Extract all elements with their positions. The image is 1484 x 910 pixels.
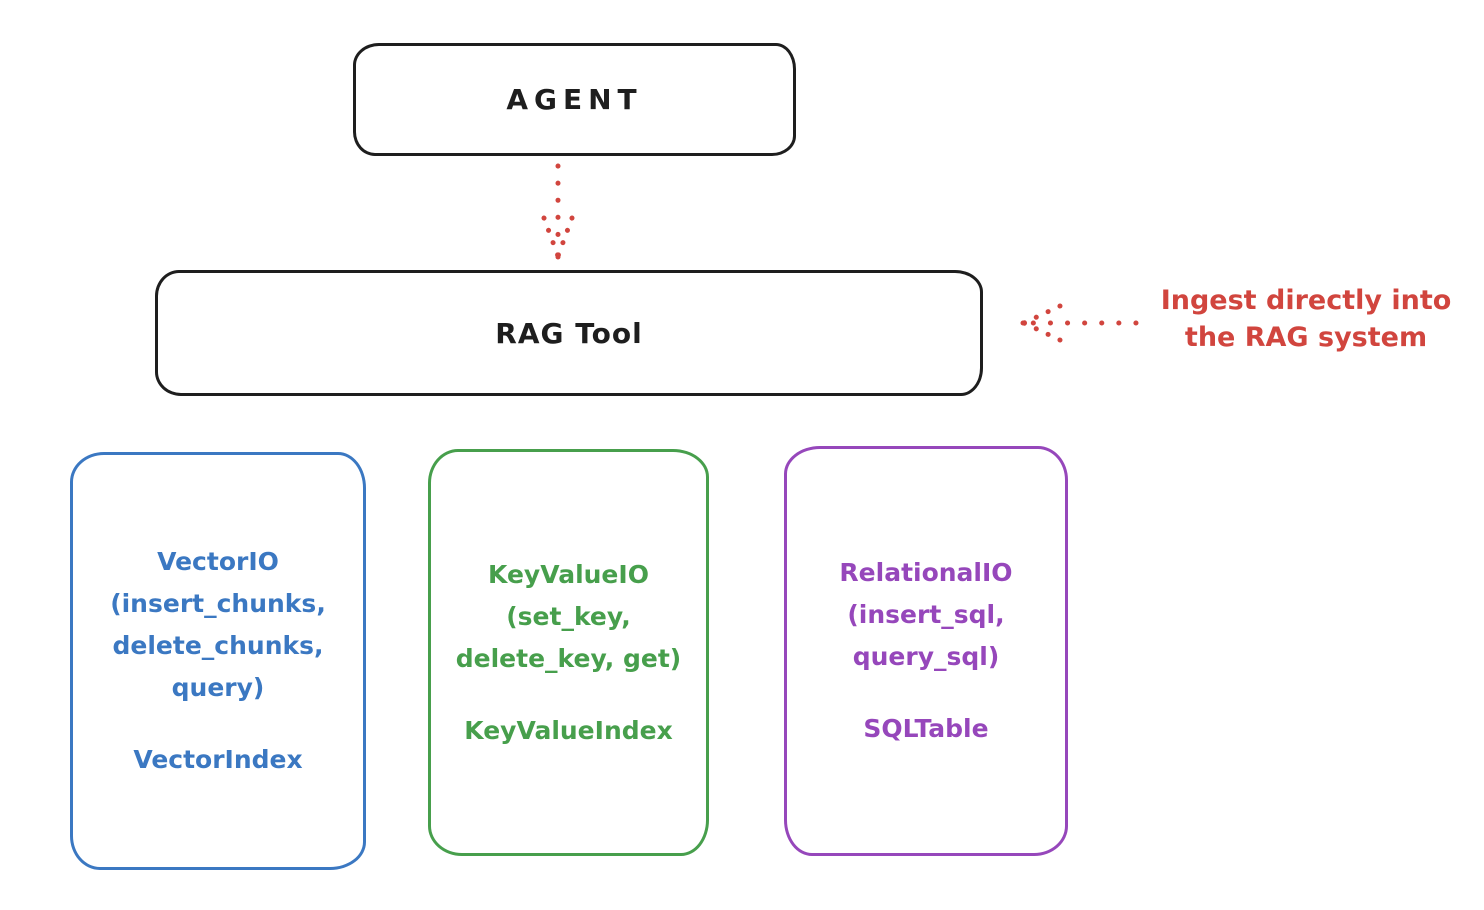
card-index-label: KeyValueIndex (464, 715, 673, 745)
annotation-text: Ingest directly into the RAG system (1138, 282, 1474, 356)
rag-tool-box: RAG Tool (155, 270, 983, 396)
agent-box: AGENT (353, 43, 796, 156)
arrow-agent-to-rag-icon (541, 163, 575, 260)
annotation-line-1: Ingest directly into (1160, 285, 1452, 316)
card-line: KeyValueIO (488, 559, 649, 589)
agent-box-label: AGENT (506, 83, 643, 116)
card-line: (insert_chunks, (110, 589, 326, 618)
arrow-annotation-to-rag-icon (1020, 303, 1139, 343)
card-line: query_sql) (852, 642, 1000, 671)
card-line: query) (171, 673, 265, 702)
card-line: delete_key, get) (455, 643, 682, 673)
card-index-label: SQLTable (863, 714, 989, 743)
card-index-label: VectorIndex (133, 745, 303, 774)
annotation-line-2: the RAG system (1184, 322, 1428, 353)
card-line: delete_chunks, (112, 631, 324, 660)
vector-io-card: VectorIO (insert_chunks, delete_chunks, … (70, 452, 366, 870)
card-line: (set_key, (506, 601, 631, 631)
rag-tool-box-label: RAG Tool (495, 316, 643, 350)
key-value-io-card: KeyValueIO (set_key, delete_key, get) Ke… (428, 449, 709, 856)
card-line: RelationalIO (839, 558, 1013, 587)
relational-io-card: RelationalIO (insert_sql, query_sql) SQL… (784, 446, 1068, 856)
card-line: (insert_sql, (847, 600, 1005, 629)
card-line: VectorIO (157, 547, 279, 576)
